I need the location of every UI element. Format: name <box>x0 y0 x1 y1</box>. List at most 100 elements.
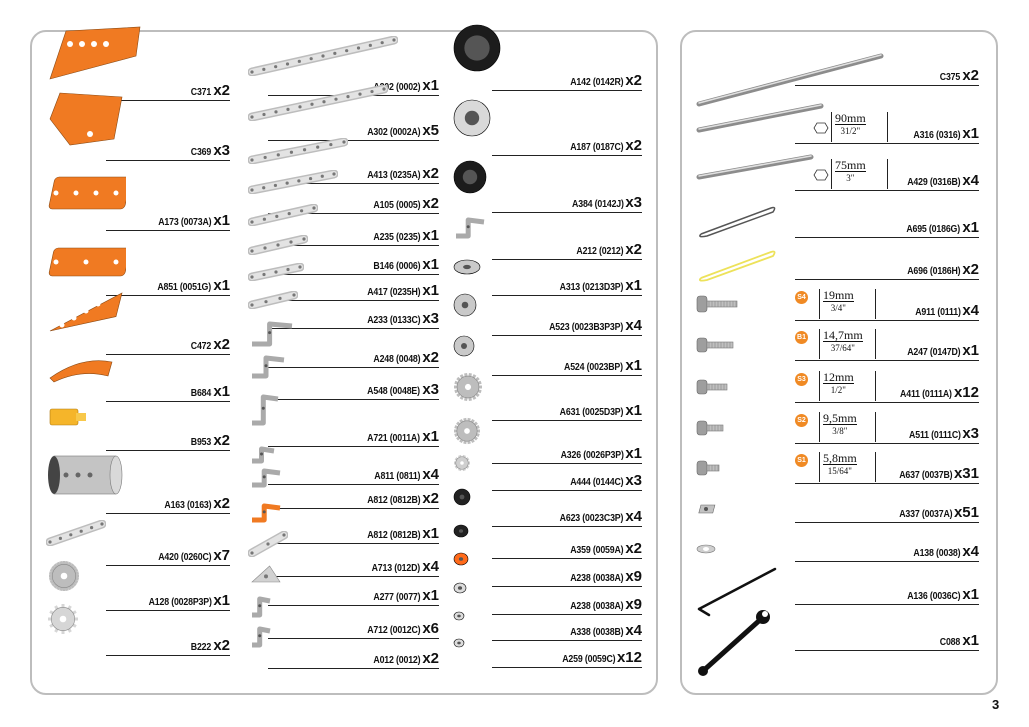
part-row: A238 (0038A)x9 <box>452 552 642 587</box>
part-quantity: x2 <box>625 540 642 557</box>
part-label: A420 (0260C)x7 <box>151 548 230 564</box>
part-code: A136 (0036C) <box>907 591 961 602</box>
part-code: A163 (0163) <box>164 500 212 511</box>
leader-line <box>268 638 439 639</box>
part-label: A524 (0023BP)x1 <box>556 358 642 374</box>
part-label: A413 (0235A)x2 <box>360 166 439 182</box>
tube-illustration <box>46 452 124 503</box>
strip-illustration <box>248 502 284 529</box>
part-code: A313 (0213D3P) <box>559 282 624 293</box>
part-label: A326 (0026P3P)x1 <box>552 446 642 462</box>
part-quantity: x4 <box>422 558 439 575</box>
part-row: A136 (0036C)x1 <box>695 567 979 617</box>
part-quantity: x1 <box>213 277 230 294</box>
part-quantity: x1 <box>213 212 230 229</box>
washer-illustration <box>695 542 717 561</box>
dimension-line <box>875 452 876 482</box>
spacer-illustration <box>452 551 470 572</box>
part-code: A277 (0077) <box>373 592 421 603</box>
part-label: A259 (0059C)x12 <box>555 650 642 666</box>
part-quantity: x51 <box>953 504 979 521</box>
part-row: A277 (0077)x1 <box>248 565 439 606</box>
part-code: A623 (0023C3P) <box>559 513 624 524</box>
spanner-illustration <box>695 607 775 682</box>
part-code: A247 (0147D) <box>907 347 961 358</box>
nut-illustration <box>695 501 717 522</box>
part-quantity: x4 <box>625 317 642 334</box>
screw-size-badge: S3 <box>795 373 808 386</box>
part-label: A136 (0036C)x1 <box>900 587 979 603</box>
part-label: A247 (0147D)x1 <box>900 343 979 359</box>
part-code: A429 (0316B) <box>907 177 961 188</box>
part-row: A548 (0048E)x3 <box>248 355 439 400</box>
bracket-plate-illustration <box>46 89 126 154</box>
screw-size-badge: S2 <box>795 414 808 427</box>
part-code: A444 (0144C) <box>570 477 624 488</box>
rods-screws-panel <box>680 30 998 695</box>
leader-line <box>268 543 439 544</box>
part-row: A811 (0811)x4 <box>248 446 439 485</box>
part-quantity: x12 <box>953 384 979 401</box>
part-row: A444 (0144C)x3 <box>452 454 642 491</box>
part-label: A712 (0012C)x6 <box>360 620 439 637</box>
screw-size-badge: S4 <box>795 291 808 304</box>
part-code: A012 (0012) <box>373 655 421 666</box>
part-quantity: x6 <box>422 620 439 637</box>
part-label: A444 (0144C)x3 <box>563 473 642 489</box>
part-code: A302 (0002A) <box>367 127 421 138</box>
screw-illustration <box>695 335 735 360</box>
part-code: A851 (0051G) <box>157 282 212 293</box>
dimension-line <box>831 112 832 142</box>
part-row: A337 (0037A)x51 <box>695 501 979 523</box>
part-quantity: x2 <box>625 72 642 89</box>
leader-line <box>106 610 230 611</box>
part-code: A138 (0038) <box>913 548 961 559</box>
pulley-illustration <box>452 334 476 363</box>
part-row: A631 (0025D3P)x1 <box>452 372 642 421</box>
part-code: A173 (0073A) <box>158 217 212 228</box>
part-code: A212 (0212) <box>576 246 624 257</box>
part-row: A163 (0163)x2 <box>46 455 230 514</box>
part-code: A187 (0187C) <box>570 142 624 153</box>
part-row: A302 (0002A)x5 <box>247 84 439 141</box>
part-quantity: x2 <box>625 137 642 154</box>
leader-line <box>795 190 979 191</box>
part-label: A302 (0002A)x5 <box>360 122 439 139</box>
tyre-illustration <box>452 159 488 200</box>
strip-illustration <box>248 445 278 470</box>
part-row: A212 (0212)x2 <box>452 217 642 260</box>
part-row: A235 (0235)x1 <box>247 203 439 246</box>
part-quantity: x9 <box>625 568 642 585</box>
leader-line <box>268 576 439 577</box>
strip-illustration <box>248 562 284 591</box>
leader-line <box>795 522 979 523</box>
part-code: A384 (0142J) <box>571 199 624 210</box>
strip-illustration <box>247 35 399 81</box>
dimension-line <box>875 329 876 359</box>
part-code: A233 (0133C) <box>367 315 421 326</box>
part-quantity: x2 <box>213 432 230 449</box>
part-row: A187 (0187C)x2 <box>452 99 642 156</box>
leader-line <box>268 140 439 141</box>
strip-illustration <box>247 84 389 126</box>
part-quantity: x2 <box>422 650 439 667</box>
screw-illustration <box>695 377 729 402</box>
washer-illustration <box>452 581 468 600</box>
leader-line <box>106 295 230 296</box>
dimension-line <box>819 452 820 482</box>
leader-line <box>492 667 642 668</box>
dimension-line <box>819 329 820 359</box>
part-quantity: x4 <box>962 543 979 560</box>
leader-line <box>268 484 439 485</box>
part-code: A523 (0023B3P3P) <box>549 322 624 333</box>
part-quantity: x3 <box>213 142 230 159</box>
part-quantity: x5 <box>422 122 439 139</box>
part-quantity: x1 <box>625 402 642 419</box>
part-label: A105 (0005)x2 <box>367 196 439 212</box>
coupling-block-illustration <box>46 403 90 436</box>
